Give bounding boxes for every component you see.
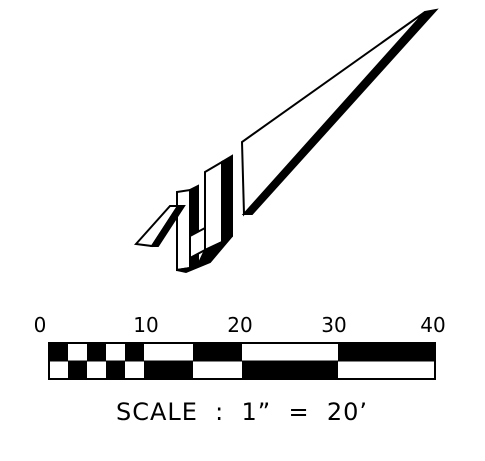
scale-tick-30: 30 (321, 313, 346, 337)
north-arrow-n-diagonal-shadow (150, 205, 186, 247)
north-arrow-blade (240, 11, 426, 217)
scale-tick-labels: 0 10 20 30 40 (34, 313, 446, 337)
scale-bar (48, 342, 436, 380)
scale-tick-20: 20 (227, 313, 252, 337)
north-arrow-shadow (241, 8, 439, 215)
north-arrow-n-left (176, 188, 191, 272)
scale-bar-subdivisions (49, 343, 193, 379)
north-arrow-icon (133, 8, 439, 274)
scale-tick-0: 0 (34, 313, 47, 337)
north-arrow-n-middle-shadow (221, 154, 233, 244)
north-arrow-n-base (176, 235, 233, 274)
north-arrow-n-middle (204, 160, 223, 252)
scale-bar-segments (193, 343, 435, 379)
scale-tick-40: 40 (420, 313, 445, 337)
scale-caption: SCALE : 1” = 20’ (116, 398, 368, 426)
scale-tick-10: 10 (133, 313, 158, 337)
